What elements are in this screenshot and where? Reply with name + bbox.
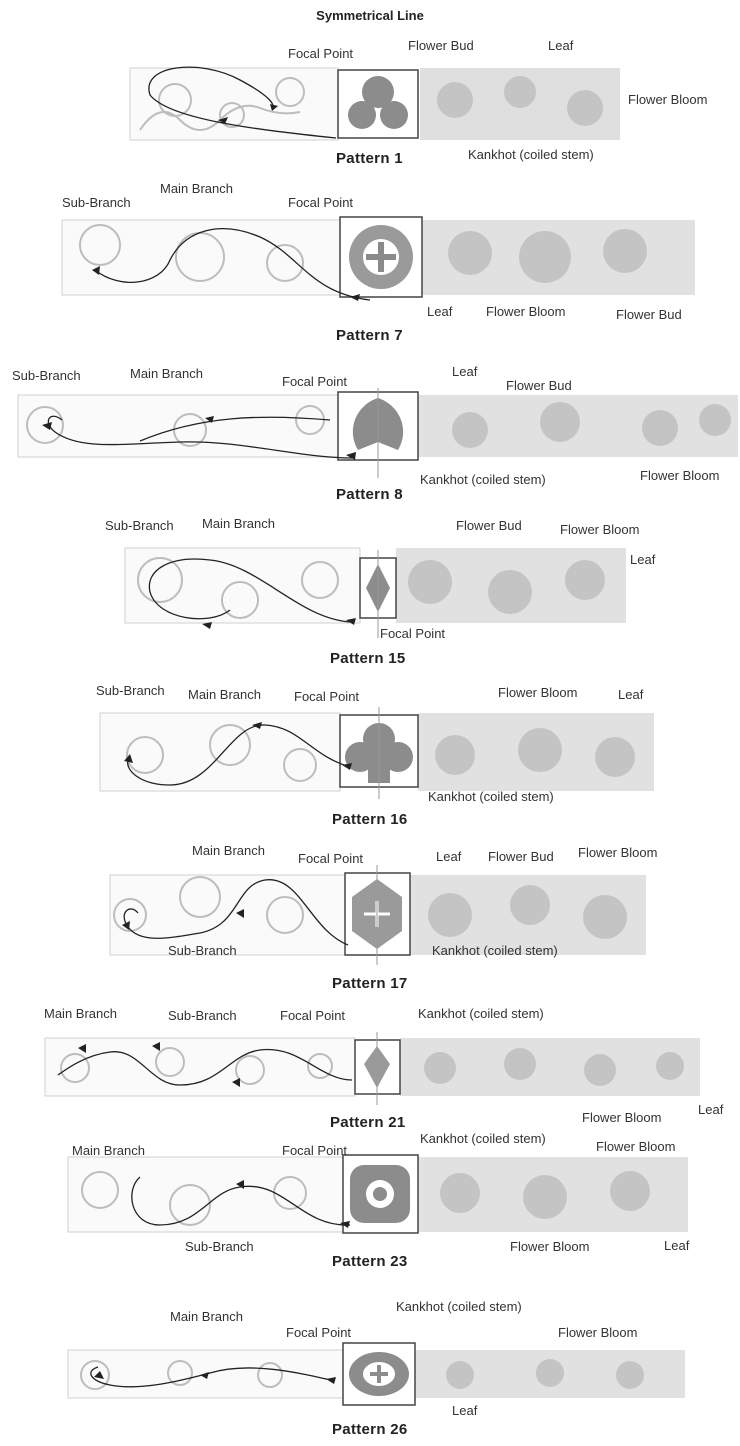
label-focal-point: Focal Point (280, 1008, 345, 1023)
pattern-caption: Pattern 17 (332, 975, 408, 992)
pattern-caption: Pattern 15 (330, 650, 406, 667)
pattern-caption: Pattern 16 (332, 811, 408, 828)
pattern-panel: Kankhot (coiled stem) Main Branch Focal … (0, 1295, 740, 1446)
label-sub-branch: Sub-Branch (185, 1239, 254, 1254)
label-main-branch: Main Branch (188, 687, 261, 702)
pattern-caption: Pattern 7 (336, 327, 403, 344)
pattern-panel: Sub-Branch Main Branch Flower Bud Flower… (0, 510, 740, 675)
label-flower-bud: Flower Bud (456, 518, 522, 533)
label-focal-point: Focal Point (288, 46, 353, 61)
label-flower-bloom: Flower Bloom (596, 1139, 675, 1154)
label-sub-branch: Sub-Branch (168, 943, 237, 958)
label-flower-bloom: Flower Bloom (628, 92, 707, 107)
pattern-panel: Sub-Branch Main Branch Focal Point Leaf … (0, 350, 740, 510)
label-kankhot: Kankhot (coiled stem) (418, 1006, 544, 1021)
label-main-branch: Main Branch (72, 1143, 145, 1158)
label-flower-bloom: Flower Bloom (510, 1239, 589, 1254)
label-kankhot: Kankhot (coiled stem) (468, 147, 594, 162)
pattern-panel: Sub-Branch Main Branch Focal Point Leaf … (0, 175, 740, 350)
label-focal-point: Focal Point (294, 689, 359, 704)
pattern-panel: Main Branch Focal Point Kankhot (coiled … (0, 1135, 740, 1295)
label-sub-branch: Sub-Branch (96, 683, 165, 698)
pattern-panel: Main Branch Sub-Branch Focal Point Kankh… (0, 1000, 740, 1135)
label-flower-bloom: Flower Bloom (486, 304, 565, 319)
pattern-caption: Pattern 1 (336, 150, 403, 167)
label-flower-bud: Flower Bud (506, 378, 572, 393)
label-focal-point: Focal Point (380, 626, 445, 641)
label-leaf: Leaf (436, 849, 461, 864)
label-flower-bloom: Flower Bloom (640, 468, 719, 483)
pattern-caption: Pattern 8 (336, 486, 403, 503)
label-flower-bloom: Flower Bloom (498, 685, 577, 700)
label-main-branch: Main Branch (130, 366, 203, 381)
label-focal-point: Focal Point (282, 374, 347, 389)
label-sub-branch: Sub-Branch (168, 1008, 237, 1023)
label-leaf: Leaf (452, 1403, 477, 1418)
label-flower-bloom: Flower Bloom (560, 522, 639, 537)
label-main-branch: Main Branch (160, 181, 233, 196)
label-leaf: Leaf (452, 364, 477, 379)
label-leaf: Leaf (630, 552, 655, 567)
label-flower-bloom: Flower Bloom (558, 1325, 637, 1340)
label-kankhot: Kankhot (coiled stem) (396, 1299, 522, 1314)
label-main-branch: Main Branch (170, 1309, 243, 1324)
label-kankhot: Kankhot (coiled stem) (420, 1131, 546, 1146)
label-leaf: Leaf (618, 687, 643, 702)
label-leaf: Leaf (548, 38, 573, 53)
label-flower-bud: Flower Bud (408, 38, 474, 53)
label-focal-point: Focal Point (298, 851, 363, 866)
label-leaf: Leaf (664, 1238, 689, 1253)
label-kankhot: Kankhot (coiled stem) (432, 943, 558, 958)
pattern-1-illustration (0, 0, 740, 175)
label-focal-point: Focal Point (282, 1143, 347, 1158)
label-focal-point: Focal Point (286, 1325, 351, 1340)
label-flower-bud: Flower Bud (616, 307, 682, 322)
pattern-caption: Pattern 21 (330, 1114, 406, 1131)
label-flower-bloom: Flower Bloom (582, 1110, 661, 1125)
label-flower-bloom: Flower Bloom (578, 845, 657, 860)
pattern-panel: Sub-Branch Main Branch Focal Point Flowe… (0, 675, 740, 835)
label-leaf: Leaf (427, 304, 452, 319)
label-sub-branch: Sub-Branch (62, 195, 131, 210)
label-sub-branch: Sub-Branch (105, 518, 174, 533)
label-flower-bud: Flower Bud (488, 849, 554, 864)
pattern-panel: Main Branch Focal Point Leaf Flower Bud … (0, 835, 740, 1000)
label-kankhot: Kankhot (coiled stem) (420, 472, 546, 487)
label-focal-point: Focal Point (288, 195, 353, 210)
label-main-branch: Main Branch (192, 843, 265, 858)
pattern-caption: Pattern 26 (332, 1421, 408, 1438)
label-kankhot: Kankhot (coiled stem) (428, 789, 554, 804)
label-main-branch: Main Branch (44, 1006, 117, 1021)
pattern-23-illustration (0, 1135, 740, 1295)
label-leaf: Leaf (698, 1102, 723, 1117)
pattern-panel: Focal Point Flower Bud Leaf Flower Bloom… (0, 0, 740, 175)
label-main-branch: Main Branch (202, 516, 275, 531)
pattern-caption: Pattern 23 (332, 1253, 408, 1270)
label-sub-branch: Sub-Branch (12, 368, 81, 383)
